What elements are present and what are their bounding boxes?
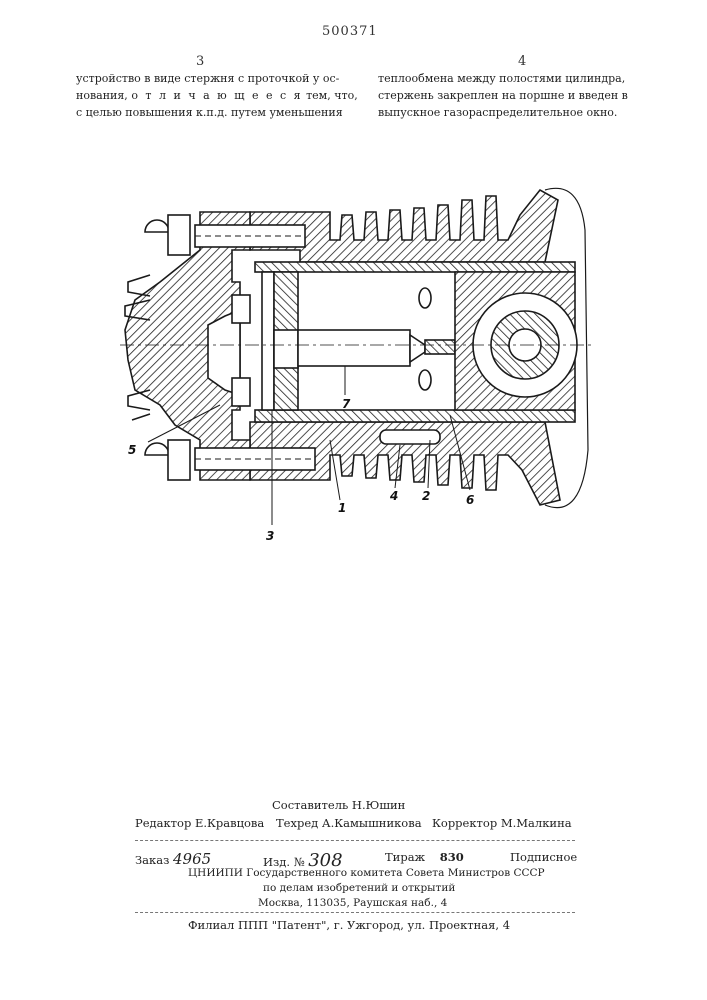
engine-cylinder-drawing: 5 3 1 4 2 6 7 (0, 0, 707, 560)
editor-line: Редактор Е.Кравцова (135, 816, 264, 830)
figure-label-6: 6 (466, 493, 474, 507)
order-label: Заказ (135, 853, 169, 867)
figure-label-7: 7 (342, 397, 351, 411)
org-line-3: Москва, 113035, Раушская наб., 4 (258, 897, 447, 909)
org-line-1: ЦНИИПИ Государственного комитета Совета … (188, 867, 545, 879)
podpisnoe: Подписное (510, 850, 577, 864)
figure-label-2: 2 (422, 489, 430, 503)
order-number: 4965 (173, 850, 211, 868)
figure-label-3: 3 (266, 529, 274, 543)
figure-label-4: 4 (389, 489, 398, 503)
tirazh-label: Тираж (385, 850, 425, 864)
figure-label-5: 5 (128, 443, 136, 457)
corrector-line: Корректор М.Малкина (432, 816, 572, 830)
filial-line: Филиал ППП "Патент", г. Ужгород, ул. Про… (188, 918, 510, 932)
org-line-2: по делам изобретений и открытий (263, 882, 455, 894)
divider-2 (135, 912, 575, 913)
figure-label-1: 1 (338, 501, 346, 515)
tirazh-number: 830 (440, 850, 464, 864)
order-line: Заказ 4965 (135, 850, 211, 868)
techred-line: Техред А.Камышникова (276, 816, 422, 830)
tirazh-line: Тираж 830 (385, 850, 464, 864)
composer-line: Составитель Н.Юшин (272, 798, 405, 812)
divider-1 (135, 840, 575, 841)
